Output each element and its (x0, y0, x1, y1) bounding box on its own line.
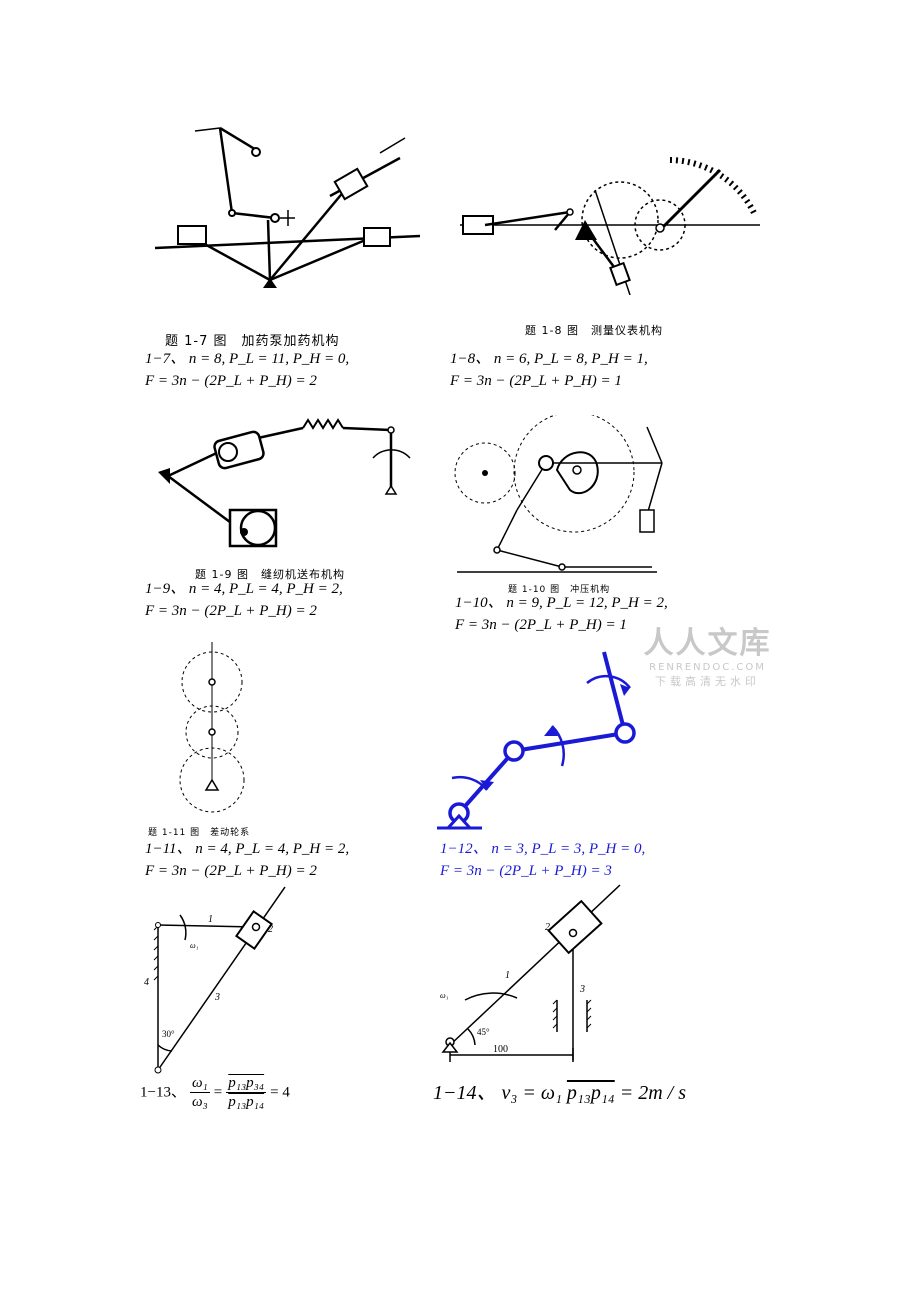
caption-1-10: 题 1-10 图 冲压机构 (508, 585, 611, 595)
fig14-label-angle: 45° (477, 1027, 490, 1037)
fig14-label-dim: 100 (493, 1044, 508, 1055)
equation-1-10-line1: 1−10、 n = 9, P_L = 12, P_H = 2, (455, 595, 668, 611)
eq14-text: 1−14、 v₃ = ω₁ (433, 1082, 567, 1104)
equation-1-11-line1: 1−11、 n = 4, P_L = 4, P_H = 2, (145, 841, 350, 857)
fig14-label-2: 2 (545, 922, 550, 933)
figure-1-14: 1 2 3 ω₁ 45° 100 (440, 884, 621, 1062)
fig13-label-angle: 30° (162, 1029, 175, 1039)
eq13-rhs-den: p₁₃p₁₄ (228, 1094, 265, 1110)
caption-1-9: 题 1-9 图 缝纫机送布机构 (195, 568, 345, 581)
equation-1-7-line2: F = 3n − (2P_L + P_H) = 2 (145, 373, 317, 389)
caption-1-8: 题 1-8 图 测量仪表机构 (525, 324, 663, 337)
watermark-title: 人人文库 (643, 626, 772, 661)
equation-1-12-line1: 1−12、 n = 3, P_L = 3, P_H = 0, (440, 841, 646, 857)
caption-1-11: 题 1-11 图 差动轮系 (148, 828, 251, 838)
equation-1-9-line1: 1−9、 n = 4, P_L = 4, P_H = 2, (145, 581, 343, 597)
eq13-prefix: 1−13、 (140, 1084, 186, 1101)
equation-1-8-line2: F = 3n − (2P_L + P_H) = 1 (450, 373, 622, 389)
equation-1-11-line2: F = 3n − (2P_L + P_H) = 2 (145, 863, 317, 879)
eq13-result: = 4 (270, 1084, 290, 1101)
eq14-overline: p₁₃p₁₄ (566, 1082, 615, 1104)
fig13-label-2: 2 (268, 924, 273, 935)
fig13-label-4: 4 (144, 977, 149, 988)
equation-1-12-line2: F = 3n − (2P_L + P_H) = 3 (440, 863, 612, 879)
caption-1-7: 题 1-7 图 加药泵加药机构 (165, 334, 340, 349)
figure-1-7 (154, 126, 421, 288)
equation-1-10-line2: F = 3n − (2P_L + P_H) = 1 (455, 617, 627, 633)
equation-1-9-line2: F = 3n − (2P_L + P_H) = 2 (145, 603, 317, 619)
eq13-rhs-num: p₁₃p₃₄ (226, 1075, 267, 1093)
eq14-result: = 2m / s (614, 1082, 686, 1104)
figure-1-9 (158, 418, 411, 548)
fig14-label-omega: ω₁ (440, 991, 449, 1000)
fig13-label-omega: ω₁ (190, 941, 199, 950)
watermark: 人人文库 RENRENDOC.COM 下载高清无水印 (640, 618, 775, 689)
equation-1-14: 1−14、 v₃ = ω₁ p₁₃p₁₄ = 2m / s (433, 1082, 686, 1104)
watermark-site: RENRENDOC.COM (649, 662, 766, 673)
figure-1-10 (454, 415, 663, 573)
figure-1-11 (179, 642, 245, 813)
equation-1-8-line1: 1−8、 n = 6, P_L = 8, P_H = 1, (450, 351, 648, 367)
fig13-label-3: 3 (214, 992, 220, 1003)
fig13-label-1: 1 (208, 914, 213, 925)
figure-1-12 (437, 651, 636, 830)
figure-1-13: 1 2 3 4 ω₁ 30° (144, 886, 286, 1074)
eq13-lhs-num: ω₁ (189, 1075, 210, 1093)
eq13-lhs-den: ω₃ (191, 1094, 208, 1110)
watermark-slogan: 下载高清无水印 (655, 675, 760, 688)
figure-1-8 (460, 157, 760, 295)
equation-1-7-line1: 1−7、 n = 8, P_L = 11, P_H = 0, (145, 351, 350, 367)
fig14-label-1: 1 (505, 970, 510, 981)
fig14-label-3: 3 (579, 984, 585, 995)
